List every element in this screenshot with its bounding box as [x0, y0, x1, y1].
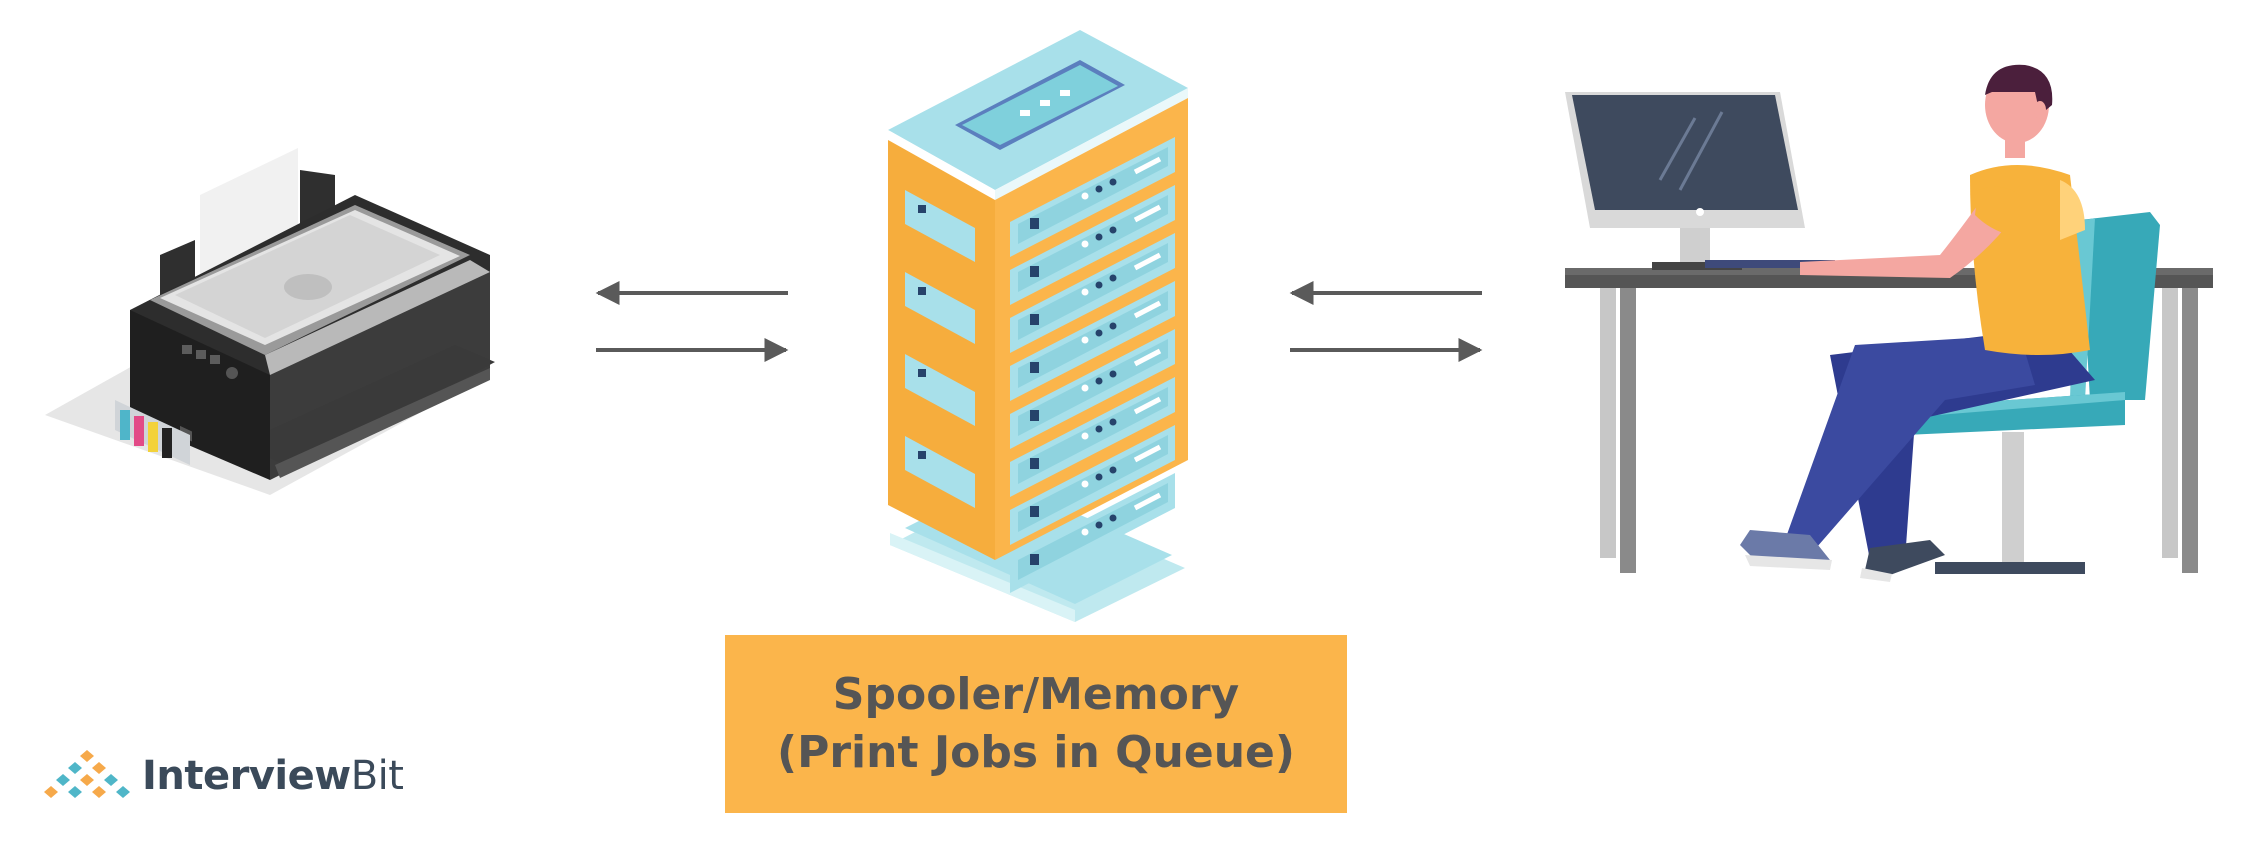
server-slot-dot	[1109, 226, 1117, 234]
server-slot-panel	[1018, 339, 1168, 436]
server-slot-dot	[1095, 329, 1103, 337]
server-slot-bar	[1133, 444, 1162, 463]
brand-name-part1: Interview	[142, 753, 351, 799]
server-slot-panel	[1018, 243, 1168, 340]
server-slot-dot	[1081, 240, 1089, 248]
server-slot-led	[1030, 362, 1039, 373]
brand-name-part2: Bit	[350, 753, 404, 799]
server-slot-bar	[1133, 252, 1162, 271]
server-slot-dot	[1081, 336, 1089, 344]
spooler-label-box: Spooler/Memory (Print Jobs in Queue)	[725, 635, 1347, 813]
server-slot-led	[1030, 218, 1039, 229]
server-slot-dot	[1109, 514, 1117, 522]
arrows-user-spooler	[1289, 281, 1483, 362]
printer-icon	[45, 148, 495, 495]
server-slot-dot	[1095, 521, 1103, 529]
user-at-computer-icon	[1565, 64, 2213, 582]
server-slot-dot	[1095, 473, 1103, 481]
server-slot-dot	[1081, 192, 1089, 200]
arrows-spooler-printer	[595, 281, 789, 362]
logo-diamond	[56, 774, 70, 786]
server-slot-dot	[1095, 185, 1103, 193]
brand-name: InterviewBit	[142, 753, 404, 799]
server-slot-panel	[1018, 195, 1168, 292]
server-slot-dot	[1095, 377, 1103, 385]
server-slot-dot	[1109, 178, 1117, 186]
server-slot-led	[1030, 554, 1039, 565]
server-slot-panel	[1018, 387, 1168, 484]
logo-diamond	[68, 762, 82, 774]
server-slots	[1010, 137, 1175, 593]
logo-diamond	[68, 786, 82, 798]
server-slot-dot	[1081, 480, 1089, 488]
logo-diamond	[92, 762, 106, 774]
server-slot-dot	[1081, 528, 1089, 536]
logo-diamond	[92, 786, 106, 798]
logo-diamond	[80, 774, 94, 786]
logo-diamond	[80, 750, 94, 762]
brand-logo: InterviewBit	[42, 744, 404, 808]
logo-diamond	[116, 786, 130, 798]
server-slot-dot	[1081, 384, 1089, 392]
interviewbit-logo-icon	[44, 750, 130, 798]
server-slot-bar	[1133, 204, 1162, 223]
server-slot-panel	[1018, 483, 1168, 580]
server-slot-dot	[1109, 322, 1117, 330]
server-rack-icon	[888, 30, 1188, 622]
server-slot-led	[1030, 410, 1039, 421]
server-slot-dot	[1081, 432, 1089, 440]
logo-diamond	[44, 786, 58, 798]
logo-diamond	[104, 774, 118, 786]
server-slot-dot	[1081, 288, 1089, 296]
server-slot-bar	[1133, 300, 1162, 319]
server-slot-bar	[1133, 348, 1162, 367]
server-slot-led	[1030, 458, 1039, 469]
server-slot-led	[1030, 506, 1039, 517]
server-slot-dot	[1095, 281, 1103, 289]
server-slot-dot	[1095, 233, 1103, 241]
server-slot-dot	[1109, 418, 1117, 426]
server-slot-panel	[1018, 147, 1168, 244]
server-slot-dot	[1109, 466, 1117, 474]
server-slot-dot	[1109, 370, 1117, 378]
server-slot-led	[1030, 266, 1039, 277]
server-slot-dot	[1095, 425, 1103, 433]
server-slot-panel	[1018, 435, 1168, 532]
server-slot-bar	[1133, 492, 1162, 511]
server-slot-bar	[1133, 396, 1162, 415]
server-slot-led	[1030, 314, 1039, 325]
spooler-label-line2: (Print Jobs in Queue)	[777, 727, 1295, 778]
spooler-label-line1: Spooler/Memory	[832, 669, 1240, 720]
server-slot-dot	[1109, 274, 1117, 282]
server-slot-bar	[1133, 156, 1162, 175]
server-slot-panel	[1018, 291, 1168, 388]
